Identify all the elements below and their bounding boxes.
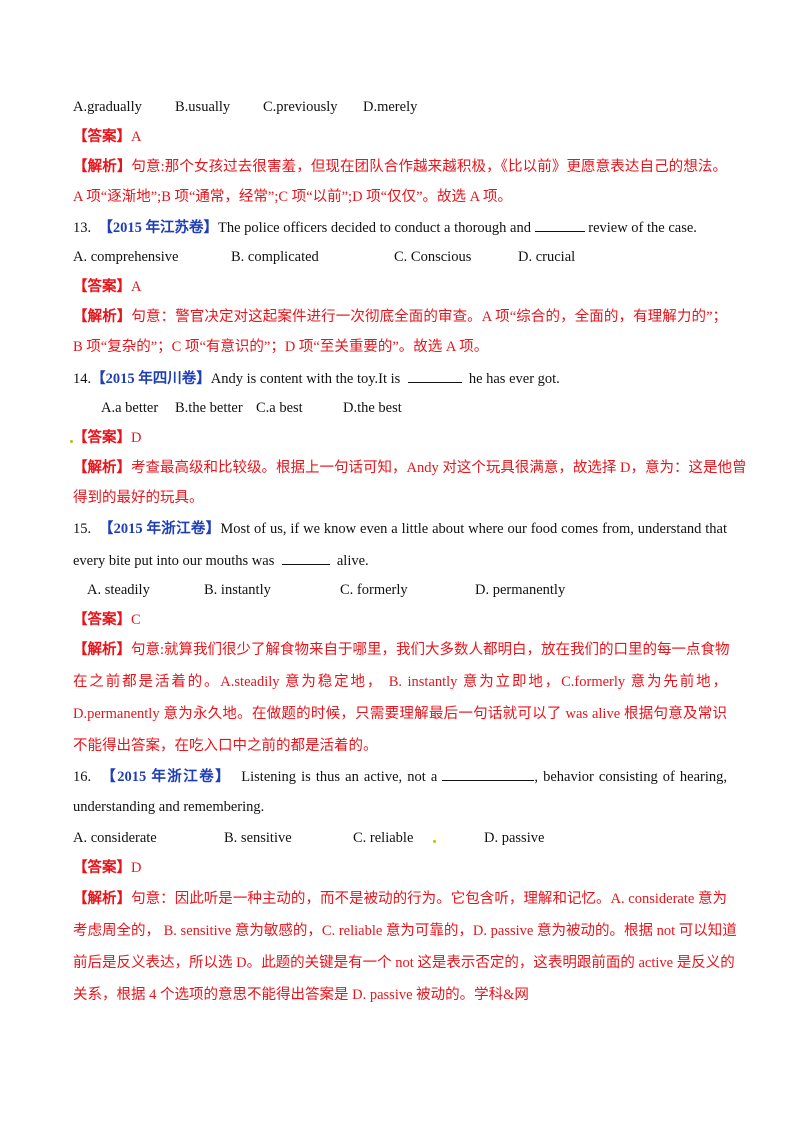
q15-option-a: A. steadily [87,582,150,598]
q15-analysis-line-1: 【解析】句意:就算我们很少了解食物来自于哪里，我们大多数人都明白，放在我们的口里… [73,642,730,658]
analysis-label: 【解析】 [73,309,132,325]
q13-stem: 13. 【2015 年江苏卷】The police officers decid… [73,217,727,238]
q14-option-c: C.a best [256,400,303,416]
q15-analysis-line-2: 在之前都是活着的。A.steadily 意为稳定地， B. instantly … [73,674,727,690]
q14-option-a: A.a better [101,400,159,416]
q13-option-b: B. complicated [231,249,319,265]
answer-value: A [131,279,142,295]
q12-option-a: A.gradually [73,99,142,115]
q12-analysis-line-1: 【解析】句意:那个女孩过去很害羞，但现在团队合作越来越积极，《比以前》更愿意表达… [73,159,727,175]
q16-option-c: C. reliable [353,830,414,846]
q14-option-b: B.the better [175,400,243,416]
answer-label: 【答案】 [73,430,131,446]
q12-answer: 【答案】A [73,127,727,147]
q14-option-d: D.the best [343,400,402,416]
answer-blank [407,368,462,383]
q12-option-c: C.previously [263,99,338,115]
answer-value: C [131,612,141,628]
answer-blank [281,550,330,565]
q15-answer: 【答案】C [73,610,727,630]
q16-option-a: A. considerate [73,830,157,846]
answer-label: 【答案】 [73,860,131,876]
analysis-label: 【解析】 [73,159,132,175]
question-number: 15. [73,521,92,537]
q13-analysis-line-2: B 项“复杂的”；C 项“有意识的”；D 项“至关重要的”。故选 A 项。 [73,339,489,355]
q13-analysis-line-1: 【解析】句意：警官决定对这起案件进行一次彻底全面的审查。A 项“综合的，全面的，… [73,309,728,325]
q12-analysis-line-2: A 项“逐渐地”;B 项“通常，经常”;C 项“以前”;D 项“仅仅”。故选 A… [73,189,512,205]
q15-stem-line-1: 15. 【2015 年浙江卷】Most of us, if we know ev… [73,521,728,537]
q16-analysis-line-1: 【解析】句意：因此听是一种主动的，而不是被动的行为。它包含听，理解和记忆。A. … [73,891,728,907]
question-number: 16. [73,769,92,785]
analysis-label: 【解析】 [73,460,131,476]
q13-answer: 【答案】A [73,277,727,297]
q16-analysis-line-3: 前后是反义表达，所以选 D。此题的关键是有一个 not 这是表示否定的，这表明跟… [73,955,735,971]
q12-option-b: B.usually [175,99,231,115]
question-source: 【2015 年四川卷】 [91,371,211,387]
q16-analysis-line-2: 考虑周全的， B. sensitive 意为敏感的，C. reliable 意为… [73,923,737,939]
answer-value: D [131,430,142,446]
q16-stem-line-1: 16. 【2015 年浙江卷】 Listening is thus an act… [73,766,727,787]
q15-analysis-line-4: 不能得出答案，在吃入口中之前的都是活着的。 [73,738,378,754]
q15-option-d: D. permanently [475,582,566,598]
stray-dot [70,440,73,443]
analysis-label: 【解析】 [73,642,131,658]
q16-answer: 【答案】D [73,858,727,878]
question-source: 【2015 年浙江卷】 [98,521,221,537]
q16-analysis-line-4: 关系，根据 4 个选项的意思不能得出答案是 D. passive 被动的。学科&… [73,987,529,1003]
answer-blank [534,217,585,232]
answer-label: 【答案】 [73,612,131,628]
answer-label: 【答案】 [73,279,131,295]
q16-option-d: D. passive [484,830,545,846]
question-source: 【2015 年江苏卷】 [98,220,218,236]
stray-dot [433,840,436,843]
answer-label: 【答案】 [73,129,131,145]
q12-option-d: D.merely [363,99,418,115]
q16-option-b: B. sensitive [224,830,292,846]
question-number: 13. [73,220,92,236]
q15-option-c: C. formerly [340,582,408,598]
answer-value: D [131,860,142,876]
q14-stem: 14.【2015 年四川卷】Andy is content with the t… [73,368,727,389]
q13-option-a: A. comprehensive [73,249,179,265]
q16-stem-line-2: understanding and remembering. [73,799,265,815]
q15-analysis-line-3: D.permanently 意为永久地。在做题的时候，只需要理解最后一句话就可以… [73,706,727,722]
q14-analysis-line-2: 得到的最好的玩具。 [73,490,204,506]
analysis-label: 【解析】 [73,891,132,907]
answer-blank [442,766,535,781]
q15-stem-line-2: every bite put into our mouths was alive… [73,550,727,571]
q14-answer: 【答案】D [73,428,727,448]
question-source: 【2015 年浙江卷】 [101,769,232,785]
q15-option-b: B. instantly [204,582,271,598]
q14-analysis-line-1: 【解析】考查最高级和比较级。根据上一句话可知，Andy 对这个玩具很满意，故选择… [73,460,747,476]
question-number: 14. [73,371,92,387]
q13-option-c: C. Conscious [394,249,472,265]
q13-option-d: D. crucial [518,249,576,265]
answer-value: A [131,129,142,145]
